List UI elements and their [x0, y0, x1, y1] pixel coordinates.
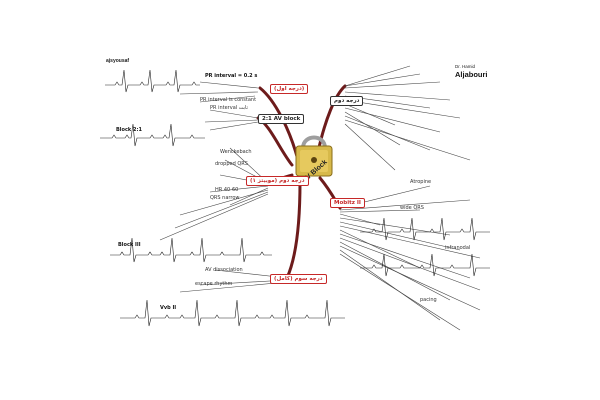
main-branches: [256, 84, 347, 280]
label-block-21: Block 2:1: [116, 127, 142, 133]
ecg-strip-top: [105, 69, 200, 93]
note-wenck: Wenckebach: [220, 149, 252, 155]
note-qrs-narrow: QRS narrow: [210, 195, 240, 201]
note-pacing: pacing: [420, 297, 437, 303]
note-pr-constant: PR interval is constant: [200, 97, 257, 103]
note-infranodal: infranodal: [445, 245, 471, 251]
note-av-dissoc: AV dissociation: [205, 267, 243, 273]
left-sub-branches: [159, 81, 288, 293]
logo-top: Dr. Hamid: [455, 64, 476, 69]
author-tag: ajsyousaf: [106, 58, 130, 64]
branch-second-degree: درجه دوم: [330, 96, 364, 106]
note-pr-prolong: PR interval ثابت: [210, 105, 248, 111]
ecg-strip-right-1: [360, 217, 490, 241]
logo-main: Aljabouri: [455, 70, 488, 79]
branch-21-block: 2:1 AV block: [258, 114, 305, 124]
label-block-iii: Block III: [118, 242, 141, 248]
right-sub-branches: [339, 65, 481, 331]
note-wide-qrs: wide QRS: [400, 205, 424, 211]
note-dropped: dropped QRS: [215, 161, 248, 167]
lock-icon: [295, 135, 333, 177]
branch-first-degree: (درجه اول): [270, 84, 309, 94]
branch-third-degree: درجه سوم (کامل): [270, 274, 327, 284]
note-escape: escape rhythm: [195, 281, 233, 287]
ecg-strip-21: [100, 123, 205, 147]
ecg-strip-bottom: [120, 299, 345, 327]
label-pr-interval: PR interval = 0.2 s: [205, 73, 258, 79]
label-vvb: Vvb II: [160, 305, 177, 311]
ecg-strip-right-2: [360, 253, 490, 277]
branch-mobitz-i: (موبیتز ۱) درجه دوم: [246, 176, 309, 186]
ecg-strip-block-iii: [110, 237, 272, 263]
trunk-bottom-left: [285, 180, 302, 280]
trunk-top-right: [316, 84, 347, 154]
branch-mobitz-ii: Mobitz II: [330, 198, 365, 208]
note-hr: HR 40-60: [215, 187, 239, 193]
note-atropine: Atropine: [410, 179, 432, 185]
